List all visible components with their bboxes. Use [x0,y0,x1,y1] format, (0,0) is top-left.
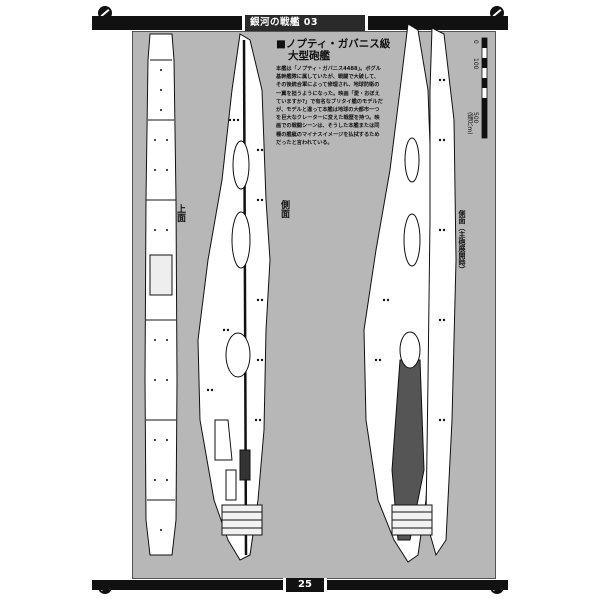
page-number: 25 [298,579,312,590]
scale-unit: (縮尺m) [466,112,473,135]
page-number-box [283,578,327,592]
section-view-label: 側面（主砲展開時） [458,210,466,273]
scale-zero: 0 [472,40,479,44]
ship-class-title: ■ノプティ・ガバニス級 [276,38,391,50]
ship-description: 本艦は「ノプティ・ガバニス4488」。ボグル基幹艦隊に属していたが、戦闘で大破し… [276,66,383,146]
scale-max: 500 [472,112,479,124]
scale-mid: 100 [472,58,479,70]
ship-type-subtitle: 大型砲艦 [288,50,330,62]
top-view-label: 上面 [175,204,185,222]
header-tab [242,15,368,31]
side-view-label: 側面 [279,200,289,218]
ship-info-block: ■ノプティ・ガバニス級 大型砲艦 本艦は「ノプティ・ガバニス4488」。ボグル基… [276,38,391,147]
header-title: 銀河の戦艦 03 [250,17,319,28]
